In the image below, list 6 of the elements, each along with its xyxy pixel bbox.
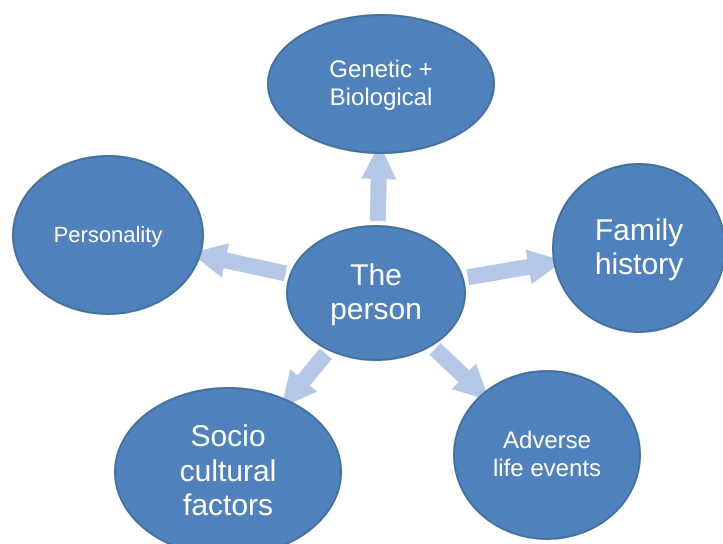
node-label: Genetic + Biological [328,56,434,112]
node-label: The person [329,258,423,328]
node-label: Family history [594,214,684,282]
node-label: Adverse life events [492,427,602,483]
node-label: Personality [54,222,162,248]
node-label: Socio cultural factors [178,420,278,524]
